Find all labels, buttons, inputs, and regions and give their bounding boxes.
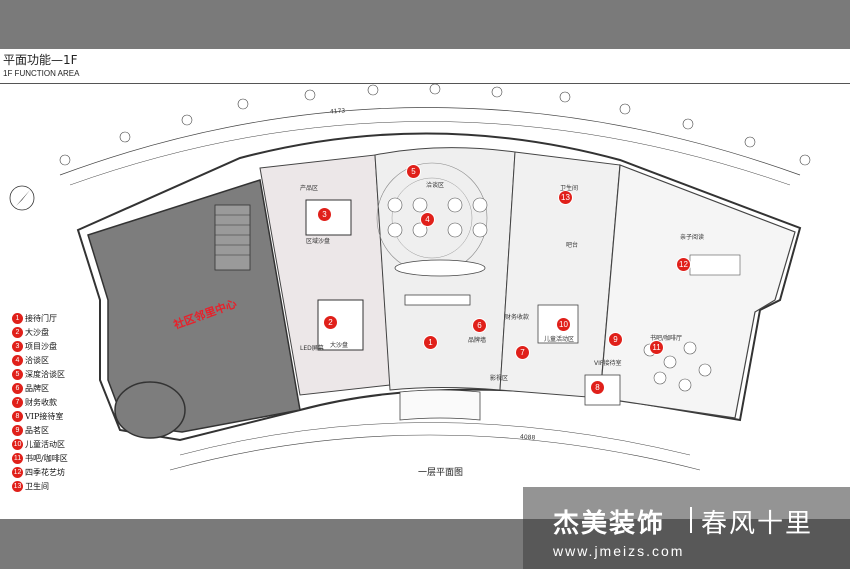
watermark-separator [690,507,692,533]
legend-number-badge: 11 [12,452,23,464]
plan-pin-4: 4 [420,212,435,227]
legend-number-badge: 10 [12,438,23,450]
main-entrance [399,389,481,421]
dimension-arc-top [59,107,801,176]
plan-pin-13: 13 [558,190,573,205]
legend-label: 深度洽谈区 [25,369,65,379]
rotunda-inner [391,177,473,259]
room-label-reading: 亲子阅读 [680,234,705,241]
legend-label: 项目沙盘 [25,341,57,351]
plan-pin-7: 7 [515,345,530,360]
flower-bar [689,254,741,276]
legend-label: 品茗区 [25,425,49,435]
room-label-bar: 吧台 [566,242,579,249]
dimension-arc-top-inner [69,121,791,186]
watermark: 杰美装饰 春风十里 www.jmeizs.com [523,487,850,569]
room-label-led: LED屏幕 [300,345,324,352]
legend-number-badge: 7 [12,396,23,408]
legend-number-badge: 4 [12,354,23,366]
room-label-product: 产品区 [300,185,319,192]
plan-pin-5: 5 [406,164,421,179]
legend-label: 书吧/咖啡区 [25,453,68,463]
legend-label: 卫生间 [25,481,49,491]
room-label-negotiation: 洽谈区 [426,182,445,189]
legend-label: 四季花艺坊 [25,467,65,477]
legend-number-badge: 2 [12,326,23,338]
west-bay [114,381,186,439]
legend-label: 财务收款 [25,397,57,407]
plan-pin-12: 12 [676,257,691,272]
legend-number-badge: 13 [12,480,23,492]
dimension-arc-bottom [169,434,701,471]
negotiation-tables [387,197,488,238]
plan-pin-9: 9 [608,332,623,347]
watermark-brand: 杰美装饰 [553,509,666,539]
legend-label: VIP接待室 [25,411,64,421]
plan-pin-6: 6 [472,318,487,333]
legend-number-badge: 6 [12,382,23,394]
axis-bubbles [59,83,811,166]
legend-number-badge: 1 [12,312,23,324]
legend-number-badge: 8 [12,410,23,422]
watermark-project-name: 春风十里 [701,509,814,539]
reception-desk [394,259,486,277]
legend-label: 儿童活动区 [25,439,65,449]
room-label-area-sandtable: 区域沙盘 [306,238,331,245]
plan-pin-3: 3 [317,207,332,222]
legend-number-badge: 5 [12,368,23,380]
stair-west [214,204,251,271]
plan-pin-8: 8 [590,380,605,395]
legend-number-badge: 12 [12,466,23,478]
legend-number-badge: 3 [12,340,23,352]
legend-label: 品牌区 [25,383,49,393]
plan-pin-11: 11 [649,340,664,355]
legend-label: 接待门厅 [25,313,57,323]
page-subtitle: 1F FUNCTION AREA [3,69,80,78]
room-label-cinema: 影视区 [490,375,509,382]
legend-label: 洽谈区 [25,355,49,365]
room-label-brand-wall: 品牌墙 [468,337,487,344]
room-label-large-sandtable: 大沙盘 [330,342,349,349]
room-label-kids: 儿童活动区 [544,336,575,343]
legend-label: 大沙盘 [25,327,49,337]
title-divider [0,83,850,84]
dimension-label-bottom: 4088 [519,433,536,442]
plan-pin-1: 1 [423,335,438,350]
watermark-url: www.jmeizs.com [553,543,685,559]
compass [9,185,35,211]
plan-caption: 一层平面图 [418,468,464,478]
legend-number-badge: 9 [12,424,23,436]
room-label-vip: VIP接待室 [594,360,622,367]
plan-pin-10: 10 [556,317,571,332]
north-arrow-icon [16,190,30,206]
room-label-toilet: 卫生间 [560,185,579,192]
room-label-cafe: 书吧/咖啡厅 [650,335,683,342]
front-counter [404,294,471,306]
page-title: 平面功能—1F [3,53,78,67]
room-label-finance: 财务收款 [505,314,530,321]
dimension-label: 4173 [329,107,346,116]
plan-pin-2: 2 [323,315,338,330]
east-wing [599,164,796,419]
dimension-arc-bottom-inner [179,422,691,456]
